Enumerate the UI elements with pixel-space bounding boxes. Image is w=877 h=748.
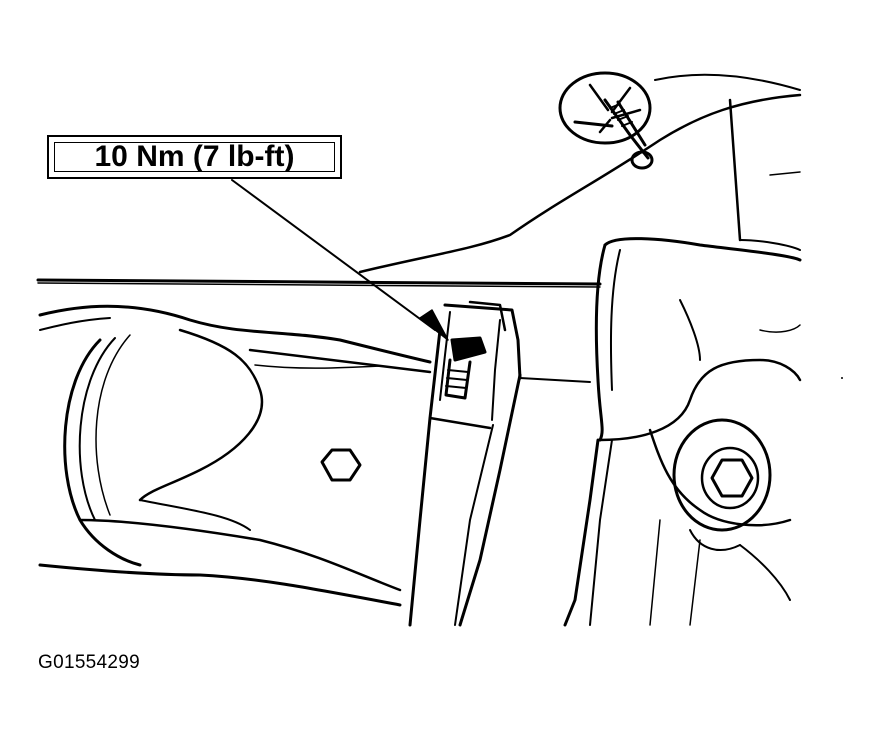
clamp-bolt-icon: [444, 336, 487, 400]
leader-arrow-icon: [231, 179, 449, 341]
body-outline: [36, 73, 802, 288]
hex-bolt-icon: [320, 448, 362, 482]
flange-bolt-icon: [672, 418, 772, 532]
figure-id: G01554299: [38, 652, 141, 673]
flange-bracket: [563, 237, 802, 627]
hose-clamp-icon: [408, 300, 591, 627]
wire-connector-icon: [558, 71, 654, 170]
exhaust-pipe: [38, 304, 432, 607]
torque-callout-box: 10 Nm (7 lb-ft): [47, 135, 342, 179]
torque-callout-label: 10 Nm (7 lb-ft): [94, 140, 295, 173]
speck-mark: [841, 377, 843, 379]
